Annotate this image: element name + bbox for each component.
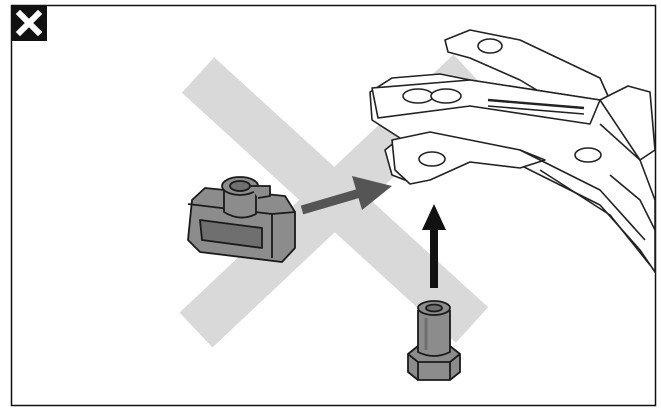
insert-arrow-grey xyxy=(300,176,392,215)
insert-arrow-black xyxy=(422,204,446,288)
spider-bracket-icon xyxy=(369,29,656,273)
clip-nut-icon xyxy=(187,176,296,263)
hex-bolt-icon xyxy=(407,300,461,381)
close-icon xyxy=(11,5,47,41)
